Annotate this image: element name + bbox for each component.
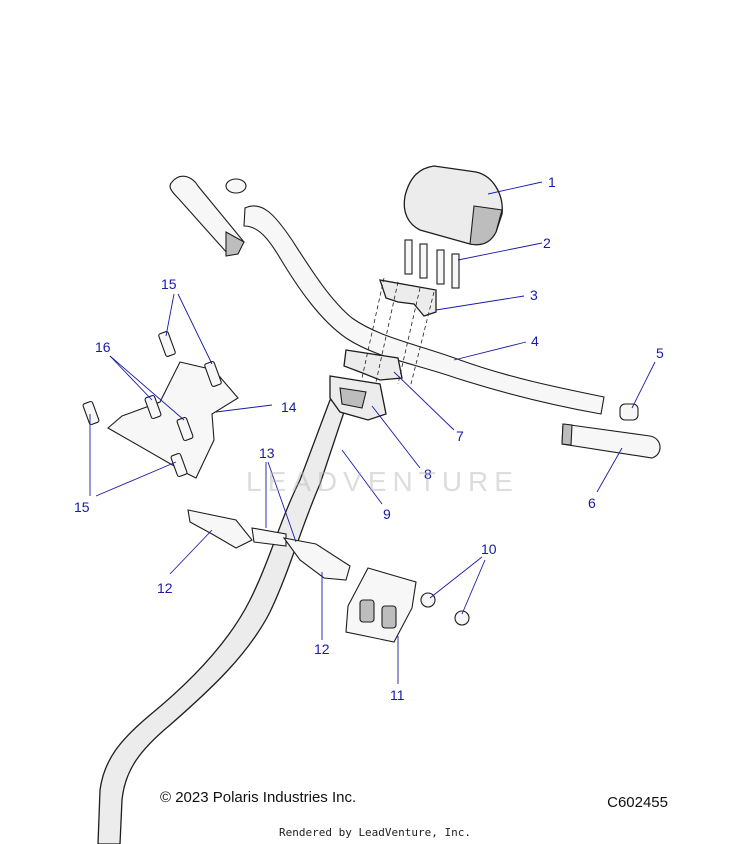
callout-15-top: 15 <box>161 276 177 292</box>
plate-bolts <box>82 331 222 478</box>
callouts: 1 2 3 4 5 6 7 8 9 10 11 12 12 13 14 15 1… <box>74 174 664 703</box>
callout-9: 9 <box>383 506 391 522</box>
lower-clamp <box>343 349 403 381</box>
nut-upper <box>420 592 436 608</box>
leader-lines <box>89 181 656 684</box>
callout-12-left: 12 <box>157 580 173 596</box>
column-bracket-slot <box>339 387 367 409</box>
callout-6: 6 <box>588 495 596 511</box>
mounting-plate <box>107 361 239 479</box>
callout-14: 14 <box>281 399 297 415</box>
callout-12-right: 12 <box>314 641 330 657</box>
switch-plate <box>345 567 417 643</box>
callout-16: 16 <box>95 339 111 355</box>
callout-13: 13 <box>259 445 275 461</box>
callout-1: 1 <box>548 174 556 190</box>
diagram-code: C602455 <box>607 794 668 811</box>
right-side-bracket <box>282 537 351 581</box>
callout-15-bottom: 15 <box>74 499 90 515</box>
spacer <box>251 527 287 547</box>
left-side-bracket <box>187 509 253 549</box>
clamp-bolts <box>404 239 460 289</box>
watermark: LEADVENTURE <box>246 466 519 497</box>
callout-3: 3 <box>530 287 538 303</box>
nut-lower <box>454 610 470 626</box>
copyright-text: © 2023 Polaris Industries Inc. <box>160 789 357 806</box>
callout-2: 2 <box>543 235 551 251</box>
clamp-cover-shade <box>469 205 503 246</box>
callout-8: 8 <box>424 466 432 482</box>
left-grip-end <box>225 231 245 257</box>
callout-4: 4 <box>531 333 539 349</box>
callout-10: 10 <box>481 541 497 557</box>
callout-5: 5 <box>656 345 664 361</box>
left-bar-end-plug <box>225 178 247 194</box>
switch-slot-right <box>381 605 397 629</box>
callout-7: 7 <box>456 428 464 444</box>
upper-clamp <box>379 279 437 317</box>
callout-11: 11 <box>390 687 405 703</box>
right-bar-end-plug <box>619 403 639 421</box>
rendered-by-text: Rendered by LeadVenture, Inc. <box>278 826 472 839</box>
right-grip-end <box>561 423 573 446</box>
right-grip <box>561 423 661 459</box>
handlebar <box>243 205 605 415</box>
alignment-lines <box>361 277 435 389</box>
switch-slot-left <box>359 599 375 623</box>
